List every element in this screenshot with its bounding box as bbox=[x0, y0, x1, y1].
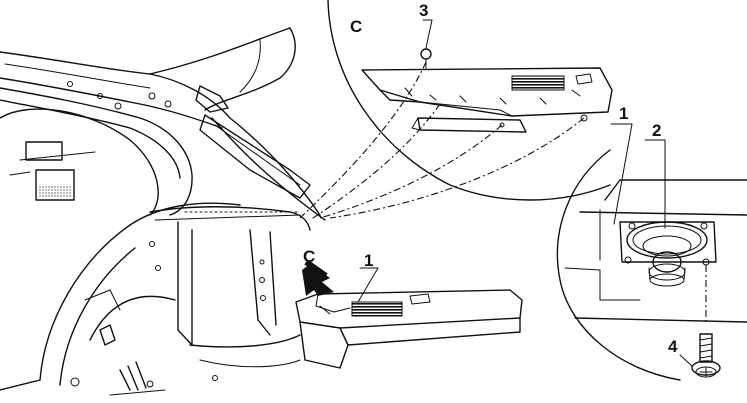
label-part-4: 4 bbox=[668, 337, 678, 356]
view-c-arrow-icon bbox=[302, 259, 334, 296]
label-part-1-speaker: 1 bbox=[619, 104, 628, 123]
projection-lines bbox=[299, 61, 707, 325]
leader-lines bbox=[357, 19, 693, 367]
shelf-cover-panel bbox=[295, 289, 523, 369]
speaker-detail-inset bbox=[556, 149, 747, 381]
label-view-c-top: C bbox=[350, 17, 362, 36]
car-body-structure bbox=[0, 27, 326, 221]
label-part-2: 2 bbox=[652, 121, 661, 140]
label-view-c-arrow: C bbox=[303, 247, 315, 266]
label-part-3: 3 bbox=[419, 1, 428, 20]
label-part-1-cover: 1 bbox=[364, 251, 373, 270]
left-detail-inset bbox=[0, 108, 159, 216]
quarter-panel bbox=[0, 202, 311, 396]
view-c-inset bbox=[327, 0, 613, 201]
